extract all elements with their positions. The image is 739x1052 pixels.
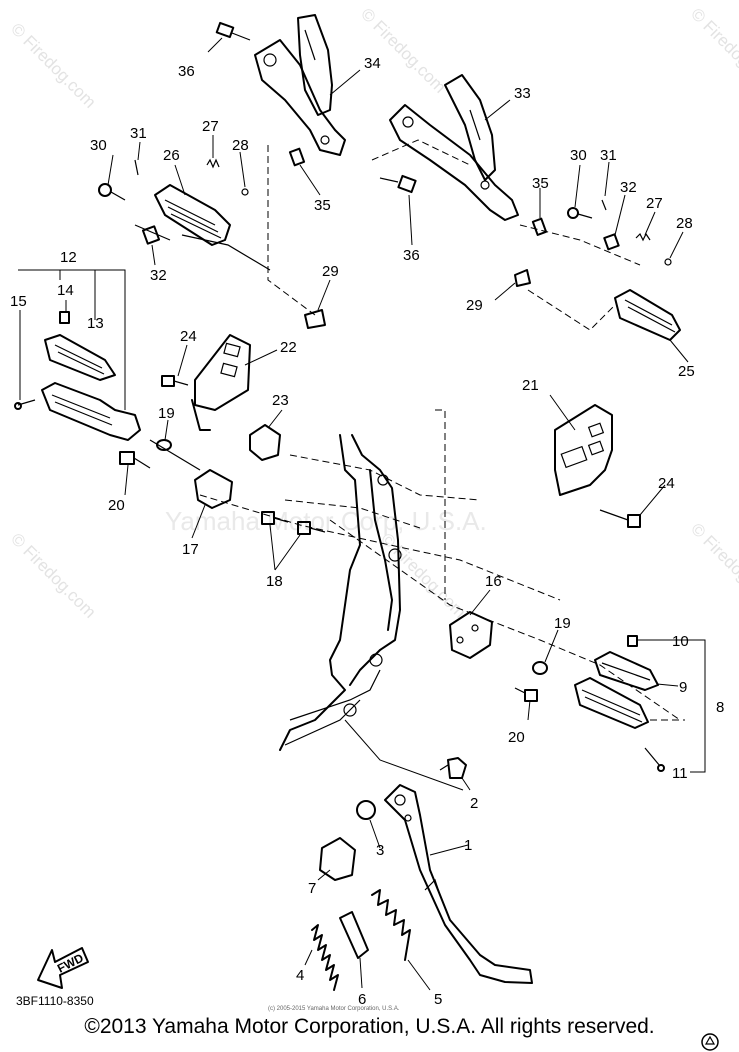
callout-label: 30 (90, 137, 107, 154)
sleeve-6 (339, 911, 369, 959)
bracket-17 (194, 469, 233, 509)
callout-label: 17 (182, 541, 199, 558)
callout-label: 35 (532, 175, 549, 192)
callout-label: 7 (308, 880, 316, 897)
bolt-24-right (599, 509, 641, 528)
rear-footrest-bracket-left (254, 14, 346, 156)
callout-label: 36 (178, 63, 195, 80)
plate-7 (319, 837, 356, 881)
callout-label: 4 (296, 967, 304, 984)
spring-27-right (635, 232, 651, 242)
damper-29-left (304, 309, 326, 329)
callout-label: 16 (485, 573, 502, 590)
callout-label: 24 (180, 328, 197, 345)
spring-4 (311, 924, 339, 991)
callout-label: 14 (57, 282, 74, 299)
callout-label: 32 (620, 179, 637, 196)
callout-label: 28 (676, 215, 693, 232)
collar-19-left (156, 439, 172, 451)
bolt-24-left (161, 375, 189, 387)
callout-label: 28 (232, 137, 249, 154)
callout-label: 9 (679, 679, 687, 696)
watermark-corner: © Firedog.com (7, 19, 99, 111)
callout-label: 12 (60, 249, 77, 266)
callout-label: 21 (522, 377, 539, 394)
firedog-logo-icon (701, 1033, 719, 1051)
callout-label: 27 (202, 118, 219, 135)
callout-label: 19 (158, 405, 175, 422)
callout-label: 11 (672, 765, 688, 782)
front-footrest-assembly-left (14, 311, 141, 441)
callout-label: 27 (646, 195, 663, 212)
callout-label: 20 (108, 497, 125, 514)
callout-label: 36 (403, 247, 420, 264)
callout-label: 8 (716, 699, 724, 716)
callout-label: 19 (554, 615, 571, 632)
bolt-36-right (379, 174, 417, 194)
spring-5 (371, 889, 411, 961)
bolt-36-left (215, 21, 251, 41)
callout-label: 24 (658, 475, 675, 492)
watermarks: © Firedog.com © Firedog.com © Firedog.co… (7, 4, 739, 621)
damper-29-right (514, 269, 531, 287)
callout-label: 25 (678, 363, 695, 380)
callout-label: 31 (130, 125, 147, 142)
callout-label: 34 (364, 55, 381, 72)
callout-label: 26 (163, 147, 180, 164)
callout-label: 35 (314, 197, 331, 214)
small-copyright: (c) 2005-2015 Yamaha Motor Corporation, … (268, 1006, 400, 1012)
callout-label: 3 (376, 842, 384, 859)
callout-label: 30 (570, 147, 587, 164)
callout-label: 22 (280, 339, 297, 356)
footrest-bracket-22 (191, 334, 251, 431)
leader-lines (18, 37, 706, 991)
fwd-arrow-icon: FWD (37, 947, 89, 989)
pin-35-left (288, 147, 306, 167)
watermark-center: Yamaha Motor Corp, U.S.A. (165, 506, 487, 536)
spring-27-left (206, 158, 220, 169)
bolt-20-right (514, 687, 538, 702)
callout-label: 15 (10, 293, 27, 310)
watermark-corner: © Firedog.com (357, 4, 449, 96)
callout-label: 2 (470, 795, 478, 812)
callout-label: 5 (434, 991, 442, 1008)
callout-label: 18 (266, 573, 283, 590)
callout-label: 31 (600, 147, 617, 164)
watermark-corner: © Firedog.com (687, 4, 739, 96)
callout-label: 23 (272, 392, 289, 409)
drawing-code: 3BF1110-8350 (16, 994, 94, 1008)
callout-label: 29 (466, 297, 483, 314)
callout-numbers: 36 34 33 30 31 27 28 26 35 30 31 35 32 2… (10, 55, 724, 1008)
heel-plate-21 (554, 404, 613, 496)
pin-28-left (241, 188, 249, 196)
rear-footrest-left (98, 183, 271, 271)
callout-label: 33 (514, 85, 531, 102)
callout-label: 13 (87, 315, 104, 332)
bolt-2 (439, 757, 467, 779)
callout-label: 32 (150, 267, 167, 284)
rear-footrest-bracket-right (389, 74, 519, 221)
watermark-corner: © Firedog.com (7, 529, 99, 621)
bolts-18 (261, 511, 326, 535)
rear-footrest-right (567, 199, 681, 341)
sidestand-1 (384, 784, 533, 984)
callout-label: 29 (322, 263, 339, 280)
bolt-20-left (119, 451, 151, 469)
callout-label: 1 (464, 837, 472, 854)
frame-outline (199, 409, 681, 751)
cotter-31-left (134, 159, 139, 176)
fwd-label: FWD (55, 951, 86, 976)
nut-3 (356, 800, 376, 820)
watermark-corner: © Firedog.com (687, 519, 739, 611)
collar-19-right (532, 661, 548, 675)
callout-label: 6 (358, 991, 366, 1008)
copyright-footer: ©2013 Yamaha Motor Corporation, U.S.A. A… (84, 1015, 655, 1038)
pin-35-right (531, 217, 548, 236)
front-footrest-assembly-right (574, 635, 685, 772)
callout-label: 20 (508, 729, 525, 746)
bracket-23 (249, 424, 281, 461)
callout-label: 10 (672, 633, 689, 650)
bracket-16 (449, 611, 493, 659)
